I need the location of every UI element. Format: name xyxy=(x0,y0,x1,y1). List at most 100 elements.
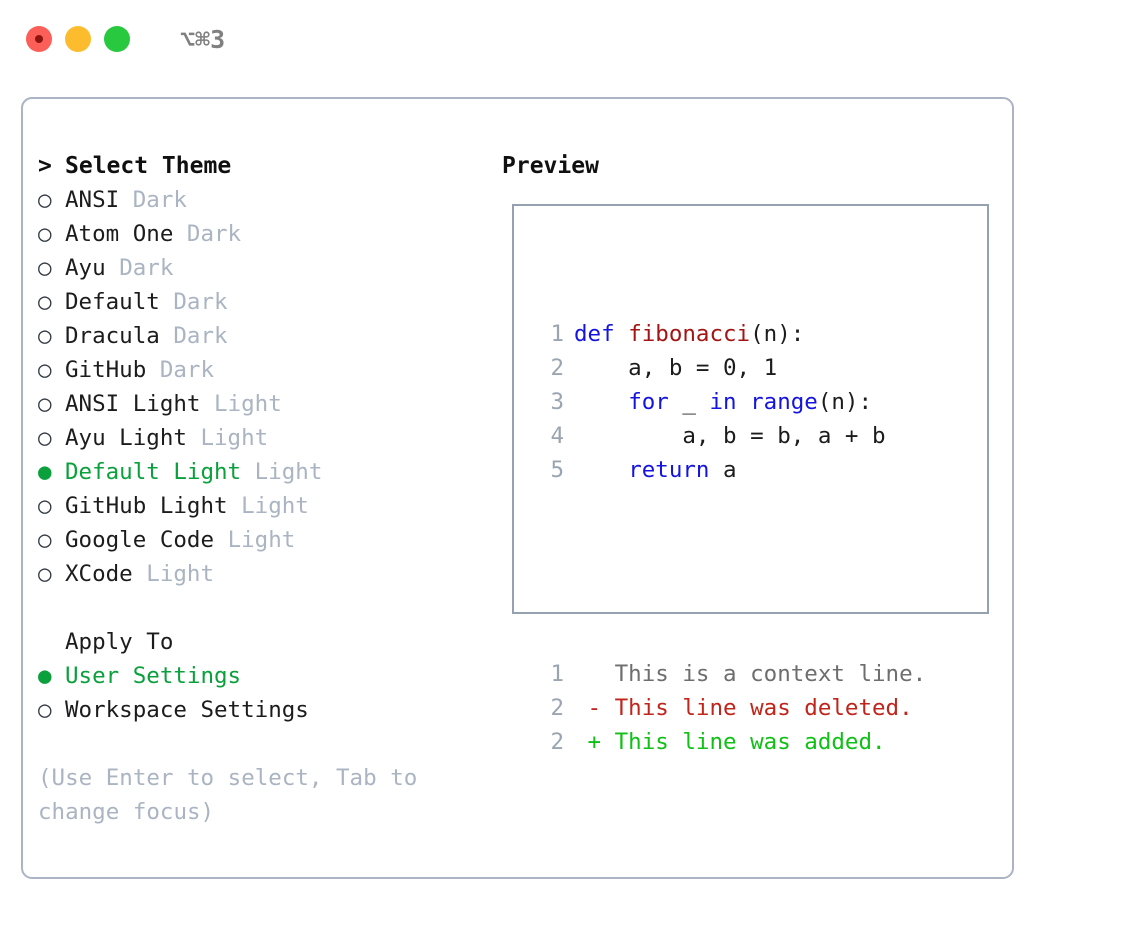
theme-item[interactable]: ○Dracula Dark xyxy=(38,319,488,353)
code-token: (n): xyxy=(817,389,873,415)
theme-item-label: Default Light xyxy=(65,459,242,485)
close-button[interactable] xyxy=(26,26,52,52)
code-token: in xyxy=(709,389,737,415)
line-number: 1 xyxy=(550,661,564,687)
maximize-button[interactable] xyxy=(104,26,130,52)
preview-heading: Preview xyxy=(502,153,599,179)
code-token: a, b = 0, 1 xyxy=(574,355,778,381)
code-line: 4 a, b = b, a + b xyxy=(534,419,926,453)
minimize-button[interactable] xyxy=(65,26,91,52)
code-token: fibonacci xyxy=(628,321,751,347)
theme-item-tag: Dark xyxy=(186,221,242,247)
radio-unselected-icon: ○ xyxy=(38,561,52,587)
theme-item[interactable]: ○ GitHub Dark xyxy=(38,353,488,387)
apply-to-heading-label: Apply To xyxy=(65,629,174,655)
apply-to-list: ● User Settings ○Workspace Settings xyxy=(38,659,488,727)
line-number: 4 xyxy=(550,423,564,449)
theme-picker: >Select Theme ○ANSI Dark○Atom One Dark○A… xyxy=(38,149,488,727)
line-number: 1 xyxy=(550,321,564,347)
radio-unselected-icon: ○ xyxy=(38,323,52,349)
diff-line: 1 This is a context line. xyxy=(534,657,926,691)
code-token xyxy=(737,389,751,415)
theme-item-label: ANSI xyxy=(65,187,120,213)
theme-item-tag: Dark xyxy=(132,187,187,213)
select-theme-heading-label: Select Theme xyxy=(65,153,232,179)
theme-item-tag: Dark xyxy=(173,289,228,315)
theme-item-tag: Light xyxy=(200,425,269,451)
code-token: _ xyxy=(668,389,710,415)
theme-item[interactable]: ○ Ayu Dark xyxy=(38,251,488,285)
radio-unselected-icon: ○ xyxy=(38,425,52,451)
main-panel: >Select Theme ○ANSI Dark○Atom One Dark○A… xyxy=(21,97,1014,879)
theme-item-tag: Light xyxy=(241,493,309,519)
title-bar: ⌥⌘3 xyxy=(0,0,1140,78)
theme-item-label: Default xyxy=(65,289,160,315)
theme-item-label: Dracula xyxy=(65,323,160,349)
line-number: 5 xyxy=(550,457,564,483)
diff-line-text: This is a context line. xyxy=(574,661,927,687)
theme-item[interactable]: ○ Default Dark xyxy=(38,285,488,319)
code-token: return xyxy=(628,457,710,483)
code-blank-line xyxy=(534,555,926,589)
diff-block: 1 This is a context line.2 - This line w… xyxy=(534,657,926,759)
theme-item-tag: Light xyxy=(146,561,215,587)
code-token: a, b = b, a + b xyxy=(574,423,886,449)
apply-to-item-label: Workspace Settings xyxy=(65,697,309,723)
keyboard-hint: (Use Enter to select, Tab to change focu… xyxy=(38,765,418,825)
theme-item[interactable]: ○Atom One Dark xyxy=(38,217,488,251)
theme-item-tag: Light xyxy=(254,459,323,485)
code-line: 3 for _ in range(n): xyxy=(534,385,926,419)
line-number: 2 xyxy=(550,355,564,381)
code-token xyxy=(574,389,628,415)
diff-line: 2 - This line was deleted. xyxy=(534,691,926,725)
apply-to-heading: Apply To xyxy=(38,625,488,659)
diff-line-text: + This line was added. xyxy=(574,729,886,755)
select-theme-heading: > Select Theme xyxy=(38,149,488,183)
theme-item[interactable]: ○ ANSI Dark xyxy=(38,183,488,217)
window-controls xyxy=(26,26,130,52)
preview-section: Preview xyxy=(502,149,992,183)
code-token: def xyxy=(574,321,629,347)
radio-unselected-icon: ○ xyxy=(38,391,52,417)
theme-item-tag: Dark xyxy=(119,255,174,281)
radio-unselected-icon: ○ xyxy=(38,357,52,383)
theme-item-label: GitHub Light xyxy=(65,493,228,519)
apply-to-item-label: User Settings xyxy=(65,663,242,689)
apply-to-item[interactable]: ○Workspace Settings xyxy=(38,693,488,727)
line-number: 3 xyxy=(550,389,564,415)
code-line: 2 a, b = 0, 1 xyxy=(534,351,926,385)
radio-unselected-icon: ○ xyxy=(38,493,52,519)
theme-item-label: ANSI Light xyxy=(65,391,201,417)
code-token: for xyxy=(628,389,669,415)
radio-selected-icon: ● xyxy=(38,663,52,689)
theme-item-label: Ayu Light xyxy=(65,425,187,451)
theme-item[interactable]: ○ Google Code Light xyxy=(38,523,488,557)
theme-item[interactable]: ● Default Light Light xyxy=(38,455,488,489)
theme-item-tag: Dark xyxy=(159,357,215,383)
radio-unselected-icon: ○ xyxy=(38,289,52,315)
theme-item-label: XCode xyxy=(65,561,133,587)
theme-item-tag: Light xyxy=(227,527,296,553)
apply-to-item[interactable]: ● User Settings xyxy=(38,659,488,693)
theme-item[interactable]: ○ XCode Light xyxy=(38,557,488,591)
prompt-caret-icon: > xyxy=(38,153,52,179)
line-number: 2 xyxy=(550,729,564,755)
code-line: 5 return a xyxy=(534,453,926,487)
code-token: range xyxy=(750,389,818,415)
theme-item-label: Atom One xyxy=(65,221,174,247)
code-token xyxy=(574,457,628,483)
radio-unselected-icon: ○ xyxy=(38,255,52,281)
theme-item[interactable]: ○ Ayu Light Light xyxy=(38,421,488,455)
theme-item-label: GitHub xyxy=(65,357,147,383)
radio-unselected-icon: ○ xyxy=(38,527,52,553)
diff-line-text: - This line was deleted. xyxy=(574,695,913,721)
radio-unselected-icon: ○ xyxy=(38,187,52,213)
radio-selected-icon: ● xyxy=(38,459,52,485)
theme-item-label: Ayu xyxy=(65,255,106,281)
theme-item-label: Google Code xyxy=(65,527,215,553)
theme-item[interactable]: ○ GitHub Light Light xyxy=(38,489,488,523)
theme-item[interactable]: ○ANSI Light Light xyxy=(38,387,488,421)
diff-line: 2 + This line was added. xyxy=(534,725,926,759)
